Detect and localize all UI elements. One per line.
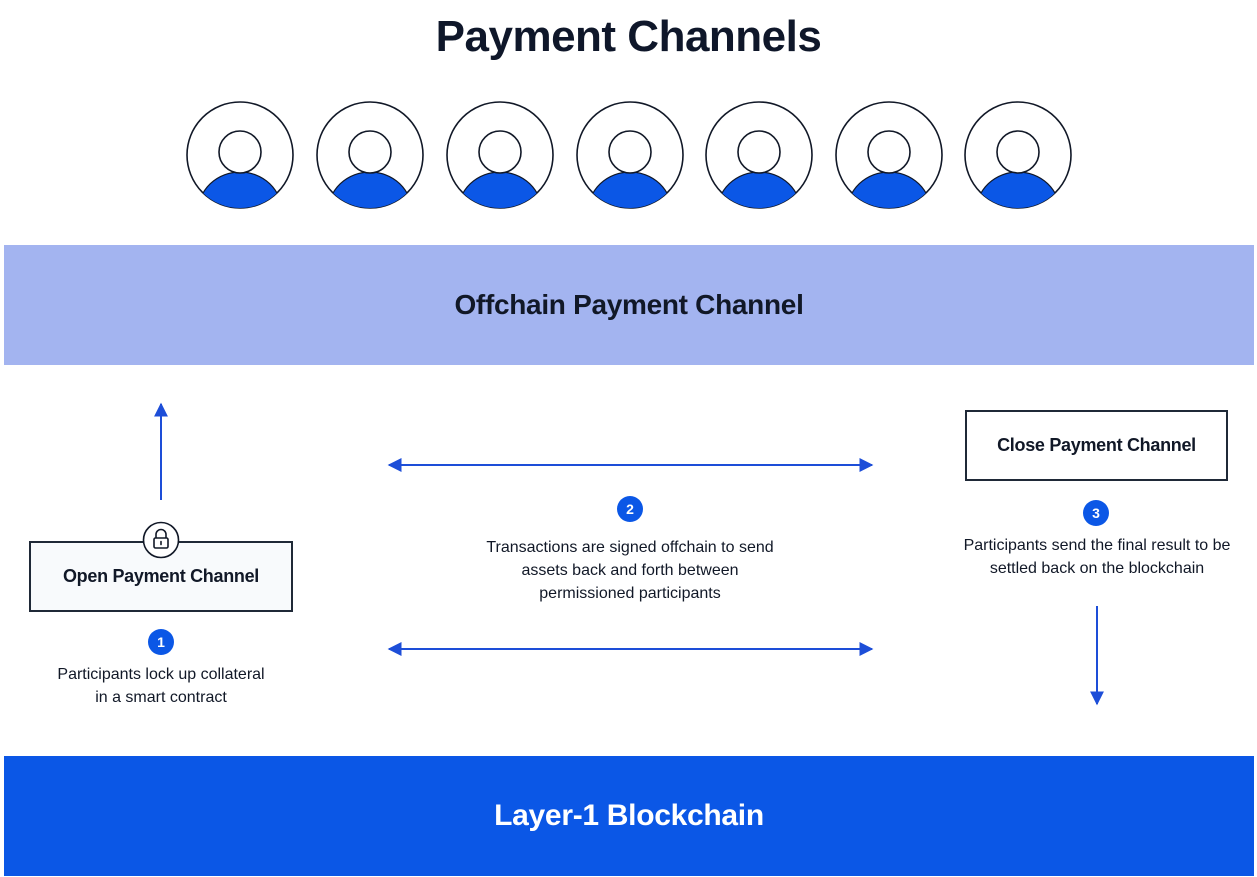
participant-avatar-icon	[186, 101, 294, 209]
step-2-description: Transactions are signed offchain to send…	[440, 536, 820, 605]
step-3-description: Participants send the final result to be…	[940, 534, 1254, 580]
layer1-band-label: Layer-1 Blockchain	[494, 799, 764, 832]
step-2-badge: 2	[617, 496, 643, 522]
open-channel-label: Open Payment Channel	[62, 566, 260, 586]
layer-1-blockchain-band: Layer-1 Blockchain	[4, 756, 1254, 876]
description-line: Participants lock up collateral	[57, 666, 265, 683]
participant-avatar-icon	[576, 101, 684, 209]
step-3-badge: 3	[1083, 500, 1109, 526]
description-line: assets back and forth between	[521, 562, 739, 579]
participant-avatar-icon	[446, 101, 554, 209]
open-payment-channel-box: Open Payment Channel	[29, 541, 293, 612]
lock-icon	[142, 521, 180, 559]
description-line: Participants send the final result to be	[963, 537, 1231, 554]
offchain-payment-channel-band: Offchain Payment Channel	[4, 245, 1254, 365]
participant-avatar-icon	[835, 101, 943, 209]
close-channel-label: Close Payment Channel	[997, 435, 1196, 455]
page-title: Payment Channels	[435, 12, 822, 61]
description-line: permissioned participants	[539, 585, 721, 602]
close-payment-channel-box: Close Payment Channel	[965, 410, 1228, 481]
offchain-band-label: Offchain Payment Channel	[454, 289, 804, 320]
participant-avatar-icon	[316, 101, 424, 209]
participant-avatar-icon	[964, 101, 1072, 209]
participant-avatar-icon	[705, 101, 813, 209]
step-1-badge: 1	[148, 629, 174, 655]
description-line: Transactions are signed offchain to send	[486, 539, 774, 556]
description-line: in a smart contract	[95, 689, 227, 706]
participants-row	[0, 100, 1257, 212]
step-1-description: Participants lock up collateral in a sma…	[30, 663, 292, 709]
description-line: settled back on the blockchain	[989, 560, 1205, 577]
